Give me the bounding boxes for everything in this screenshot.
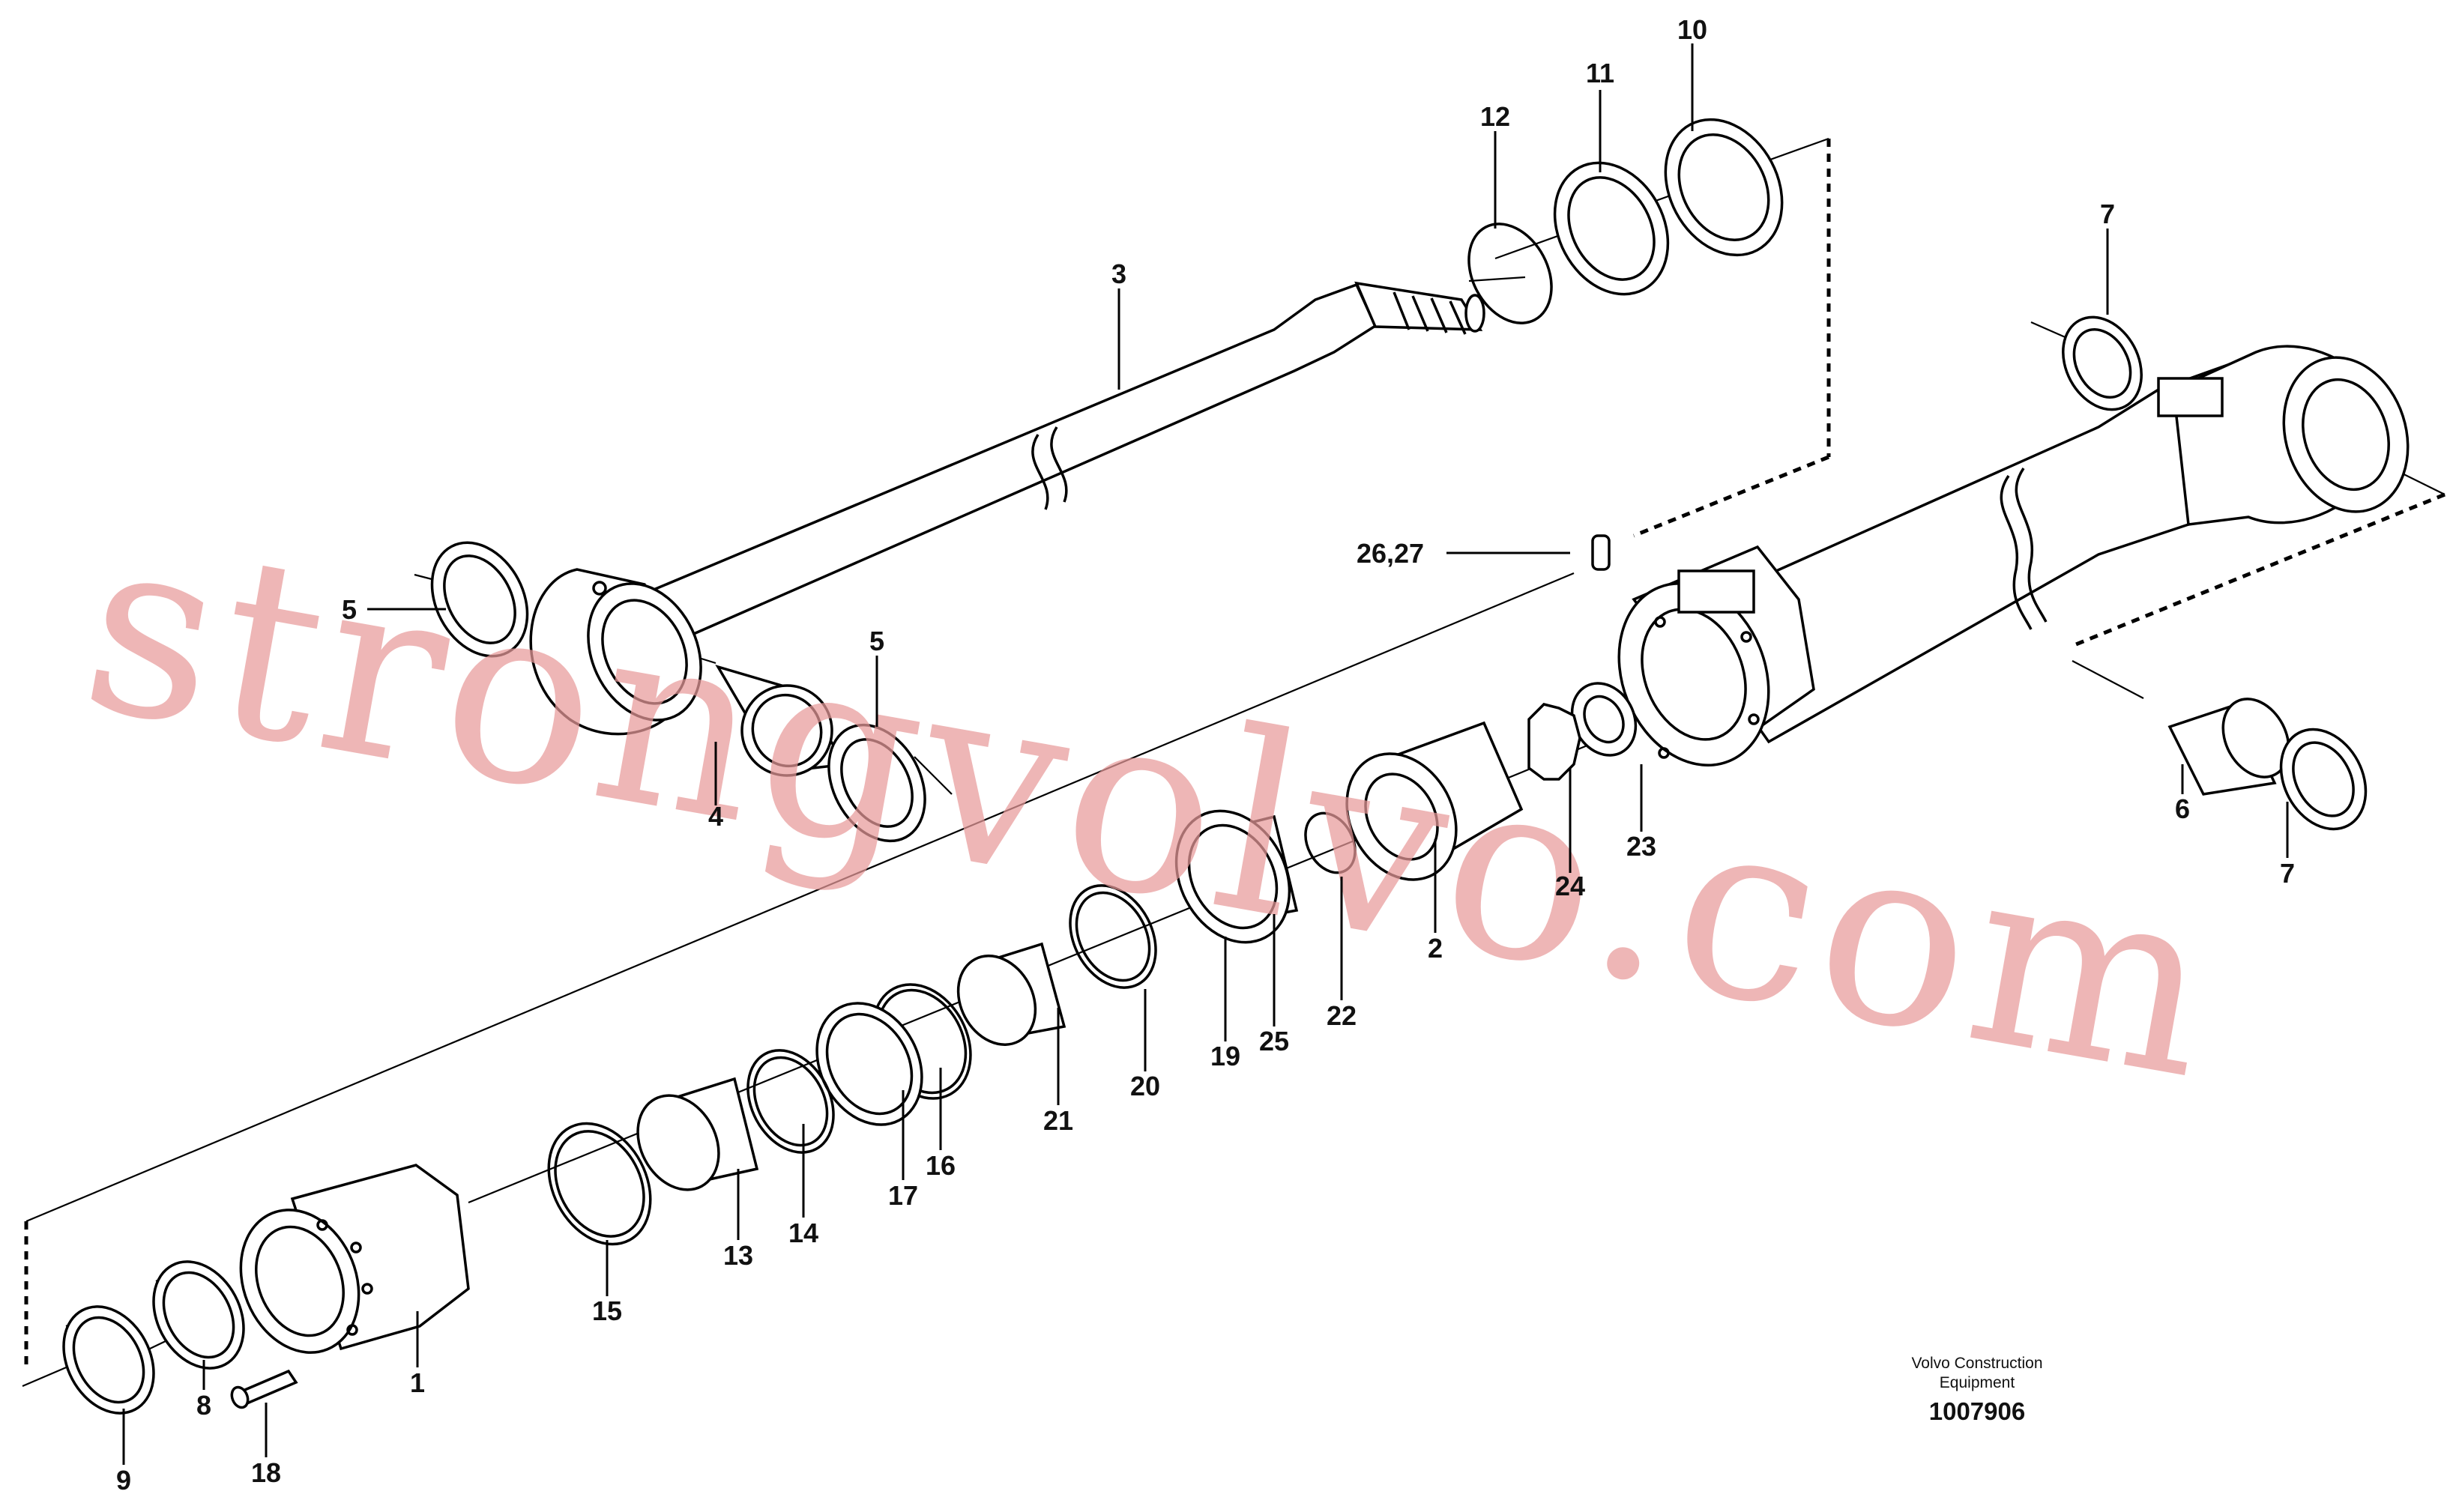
- callout-22: 22: [1327, 1000, 1357, 1031]
- callout-8: 8: [196, 1390, 211, 1421]
- callout-24: 24: [1555, 871, 1585, 901]
- callout-9: 9: [116, 1465, 131, 1496]
- callout-23: 23: [1626, 831, 1656, 862]
- piston-and-seals: [547, 721, 1524, 1246]
- tube-small-parts: [1527, 315, 2368, 831]
- piston-rod: [529, 281, 1485, 736]
- callout-5-left: 5: [342, 594, 357, 625]
- callout-7-upper: 7: [2100, 199, 2115, 229]
- credit-block: Volvo Construction Equipment 1007906: [1911, 1355, 2042, 1425]
- callout-18: 18: [251, 1457, 281, 1488]
- assembly-connector-lines: [24, 139, 2446, 1371]
- credit-line-1: Volvo Construction: [1911, 1355, 2042, 1372]
- callout-15: 15: [592, 1295, 622, 1326]
- upper-seals: [430, 118, 1784, 843]
- callout-5-right: 5: [869, 626, 884, 656]
- document-number: 1007906: [1929, 1397, 2025, 1425]
- callout-19: 19: [1210, 1041, 1240, 1071]
- credit-line-2: Equipment: [1940, 1374, 2015, 1391]
- callout-6: 6: [2175, 793, 2190, 824]
- cylinder-tube: [1617, 345, 2410, 766]
- cylinder-head: [62, 1164, 470, 1415]
- callout-4: 4: [708, 801, 723, 832]
- callout-1: 1: [410, 1367, 425, 1398]
- callout-20: 20: [1130, 1071, 1160, 1101]
- callout-3: 3: [1111, 258, 1126, 289]
- callout-labels: 10 11 12 3 7 5 5 4 26,27 23 24 6 7 2 22 …: [116, 14, 2295, 1496]
- callout-14: 14: [788, 1218, 818, 1248]
- callout-10: 10: [1677, 14, 1707, 45]
- callout-12: 12: [1480, 101, 1510, 132]
- callout-21: 21: [1043, 1105, 1073, 1136]
- callout-17: 17: [888, 1180, 918, 1211]
- callout-11: 11: [1586, 58, 1614, 88]
- callout-7-lower: 7: [2280, 858, 2295, 889]
- callout-26-27: 26,27: [1357, 538, 1424, 569]
- callout-13: 13: [723, 1240, 753, 1271]
- callout-leaders: [122, 43, 2289, 1465]
- callout-2: 2: [1428, 933, 1443, 964]
- callout-16: 16: [926, 1150, 956, 1181]
- callout-25: 25: [1259, 1026, 1289, 1056]
